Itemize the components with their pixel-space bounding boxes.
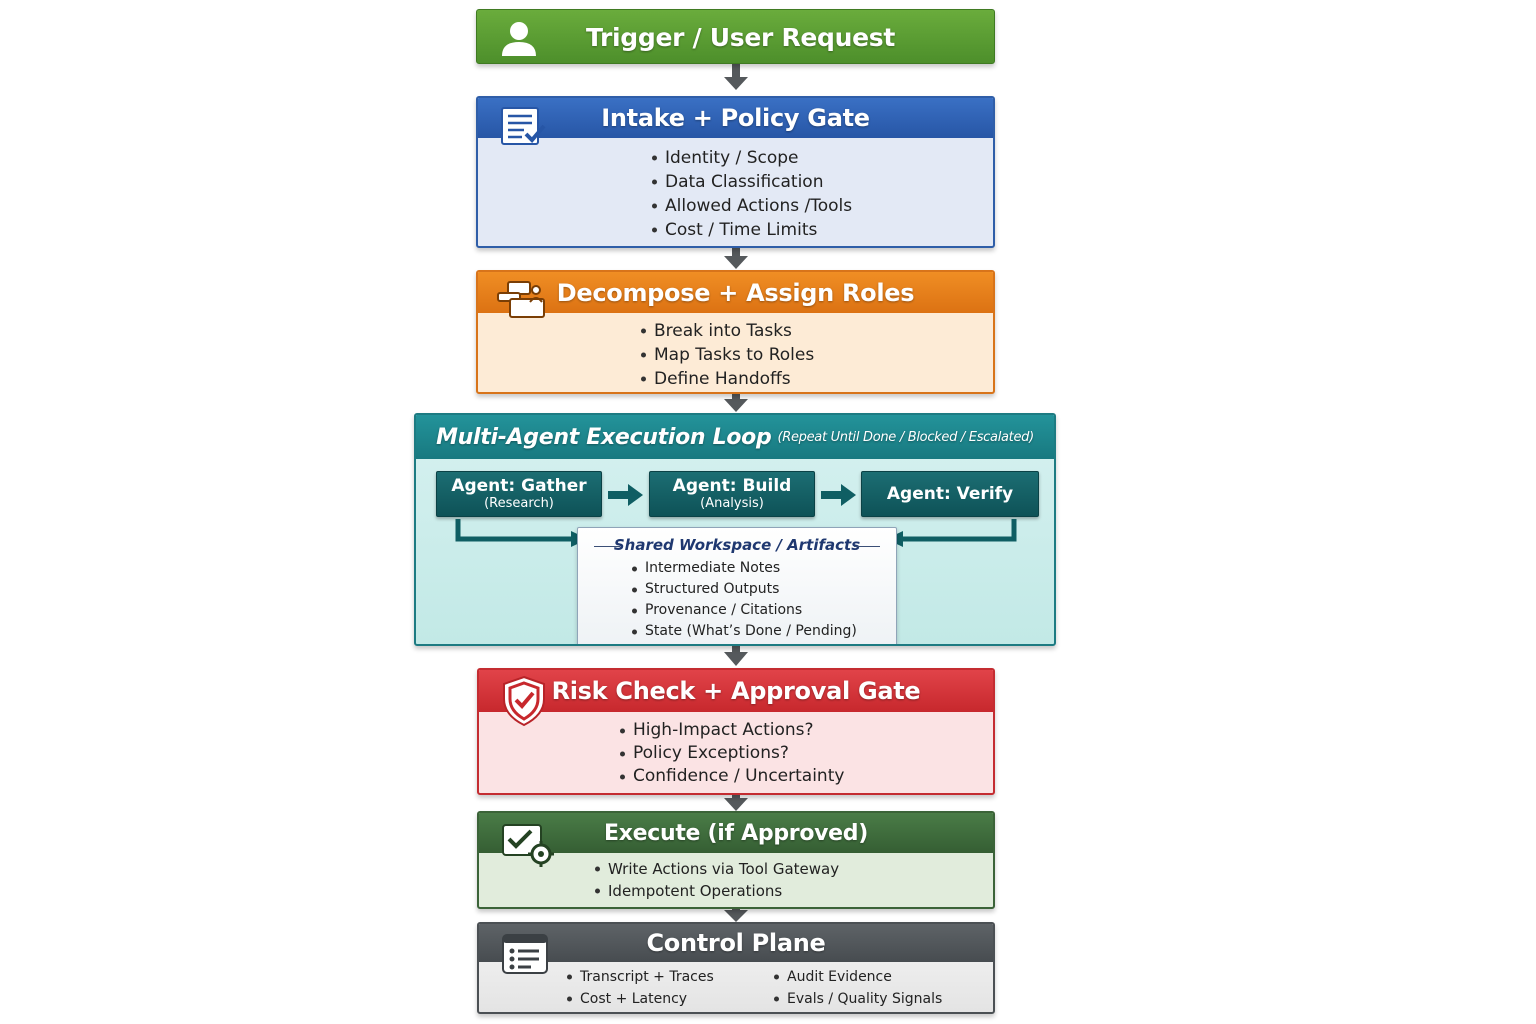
list-item: Cost + Latency <box>565 988 714 1010</box>
risk-block: Risk Check + Approval Gate High-Impact A… <box>477 668 995 795</box>
agent-arrow-1 <box>608 484 643 506</box>
list-panel-icon <box>502 934 548 974</box>
list-item: Audit Evidence <box>772 966 942 988</box>
execute-list: Write Actions via Tool Gateway Idempoten… <box>593 858 839 902</box>
agent-build: Agent: Build (Analysis) <box>649 471 815 517</box>
list-item: Map Tasks to Roles <box>639 343 814 367</box>
execution-loop-subtitle: (Repeat Until Done / Blocked / Escalated… <box>777 429 1034 445</box>
decompose-title: Decompose + Assign Roles <box>556 278 915 307</box>
decompose-list: Break into Tasks Map Tasks to Roles Defi… <box>639 319 814 391</box>
list-item: Define Handoffs <box>639 367 814 391</box>
control-plane-list-left: Transcript + Traces Cost + Latency <box>565 966 714 1010</box>
workspace-list: Intermediate Notes Structured Outputs Pr… <box>630 558 857 642</box>
agent-build-title: Agent: Build <box>672 475 792 496</box>
execution-loop-title: Multi-Agent Execution Loop <box>436 424 772 450</box>
list-item: Identity / Scope <box>650 146 852 170</box>
decompose-header: Decompose + Assign Roles <box>478 272 993 313</box>
user-icon <box>502 22 536 56</box>
flow-arrow-1 <box>724 63 748 90</box>
control-plane-list-right: Audit Evidence Evals / Quality Signals <box>772 966 942 1010</box>
list-item: Policy Exceptions? <box>618 742 844 765</box>
agent-verify: Agent: Verify <box>861 471 1039 517</box>
flow-arrow-3 <box>724 391 748 412</box>
list-item: High-Impact Actions? <box>618 719 844 742</box>
list-item: Evals / Quality Signals <box>772 988 942 1010</box>
workspace-title: Shared Workspace / Artifacts <box>613 536 861 554</box>
intake-list: Identity / Scope Data Classification All… <box>650 146 852 242</box>
list-item: State (What’s Done / Pending) <box>630 621 857 642</box>
agent-gather: Agent: Gather (Research) <box>436 471 602 517</box>
checklist-document-icon <box>501 107 546 145</box>
shield-check-icon <box>503 675 545 727</box>
trigger-title: Trigger / User Request <box>585 23 896 52</box>
control-plane-block: Control Plane Transcript + Traces Cost +… <box>477 922 995 1014</box>
workspace-title-rule-right <box>854 546 880 547</box>
workspace-title-rule-left <box>594 546 620 547</box>
trigger-block: Trigger / User Request <box>476 9 995 64</box>
execute-header: Execute (if Approved) <box>479 813 993 853</box>
agent-verify-title: Agent: Verify <box>886 483 1014 504</box>
agent-gather-title: Agent: Gather <box>451 475 587 496</box>
workflow-icon <box>497 281 545 318</box>
risk-title: Risk Check + Approval Gate <box>551 677 921 705</box>
list-item: Idempotent Operations <box>593 880 839 902</box>
agent-gather-role: (Research) <box>484 495 554 511</box>
execution-loop-header: Multi-Agent Execution Loop (Repeat Until… <box>416 415 1054 459</box>
list-item: Write Actions via Tool Gateway <box>593 858 839 880</box>
list-item: Cost / Time Limits <box>650 218 852 242</box>
list-item: Structured Outputs <box>630 579 857 600</box>
agent-arrow-2 <box>821 484 856 506</box>
intake-header: Intake + Policy Gate <box>478 98 993 138</box>
flow-arrow-5 <box>724 793 748 811</box>
agent-build-role: (Analysis) <box>700 495 764 511</box>
list-item: Break into Tasks <box>639 319 814 343</box>
list-item: Confidence / Uncertainty <box>618 765 844 788</box>
shared-workspace-panel: Shared Workspace / Artifacts Intermediat… <box>577 527 897 644</box>
execution-loop-block: Multi-Agent Execution Loop (Repeat Until… <box>414 413 1056 646</box>
decompose-block: Decompose + Assign Roles Break into Task… <box>476 270 995 394</box>
risk-list: High-Impact Actions? Policy Exceptions? … <box>618 719 844 788</box>
flow-arrow-2 <box>724 244 748 269</box>
list-item: Intermediate Notes <box>630 558 857 579</box>
list-item: Data Classification <box>650 170 852 194</box>
control-plane-title: Control Plane <box>646 929 826 957</box>
execute-block: Execute (if Approved) Write Actions via … <box>477 811 995 909</box>
flow-arrow-6 <box>724 906 748 922</box>
list-item: Provenance / Citations <box>630 600 857 621</box>
check-gear-icon <box>502 824 554 867</box>
risk-header: Risk Check + Approval Gate <box>479 670 993 712</box>
execute-title: Execute (if Approved) <box>603 820 869 846</box>
list-item: Allowed Actions /Tools <box>650 194 852 218</box>
flow-arrow-4 <box>724 644 748 666</box>
intake-title: Intake + Policy Gate <box>601 104 870 132</box>
control-plane-header: Control Plane <box>479 924 993 962</box>
list-item: Transcript + Traces <box>565 966 714 988</box>
intake-block: Intake + Policy Gate Identity / Scope Da… <box>476 96 995 248</box>
